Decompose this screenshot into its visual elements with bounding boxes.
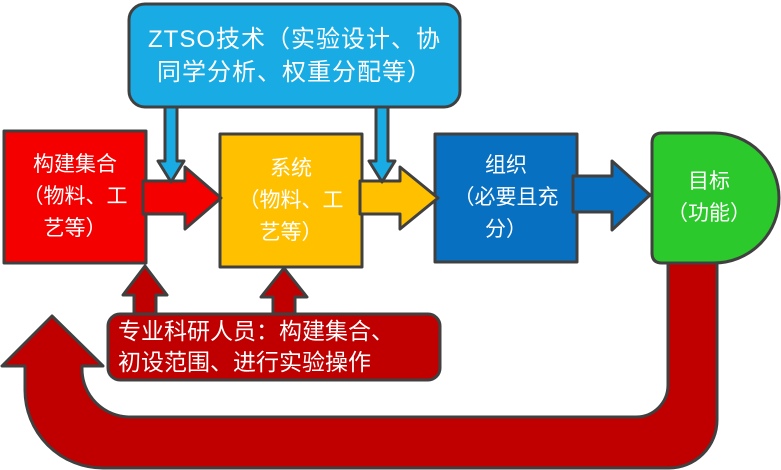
researchers-to-buildset-arrow: [121, 264, 169, 320]
system-to-organization-arrow: [358, 165, 440, 231]
goal-shape: [650, 131, 781, 265]
ztso-down-arrow-left: [156, 100, 186, 184]
organization-to-goal-arrow: [571, 159, 652, 232]
researchers-box-shape: [106, 312, 442, 382]
organization-box-shape: [433, 132, 579, 264]
researchers-to-system-arrow: [259, 266, 309, 320]
system-box-shape: [218, 132, 364, 269]
ztso-down-arrow-right: [367, 100, 397, 184]
buildset-to-system-arrow: [141, 165, 223, 231]
build-set-box-shape: [2, 129, 148, 265]
feedback-loop-arrow: [0, 250, 719, 470]
ztso-box-shape: [127, 2, 462, 109]
